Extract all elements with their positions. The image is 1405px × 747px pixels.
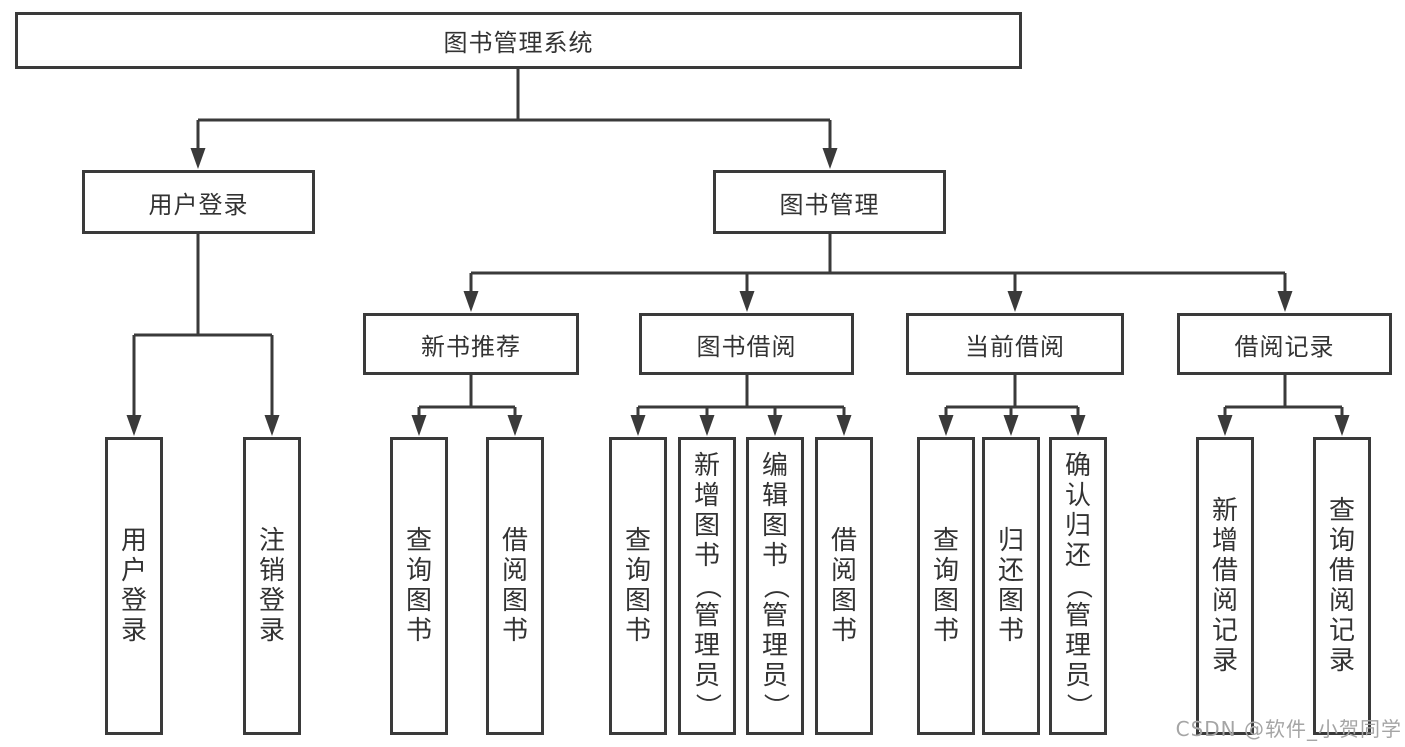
leaf-current-query-books: 查询图书: [917, 437, 975, 735]
leaf-query-borrow-record-label: 查询借阅记录: [1328, 496, 1355, 676]
leaf-user-login-label: 用户登录: [120, 526, 147, 646]
leaf-borrow-query-books: 查询图书: [609, 437, 667, 735]
leaf-current-query-books-label: 查询图书: [932, 526, 959, 646]
leaf-logout: 注销登录: [243, 437, 301, 735]
leaf-recommend-query-books: 查询图书: [390, 437, 448, 735]
leaf-query-borrow-record: 查询借阅记录: [1313, 437, 1371, 735]
node-book-borrowing-label: 图书借阅: [696, 332, 797, 361]
leaf-confirm-return-admin-label: 确认归还（管理员）: [1062, 451, 1093, 720]
node-borrowing-records: 借阅记录: [1177, 313, 1392, 375]
node-root-label: 图书管理系统: [443, 29, 594, 57]
node-user-login-label: 用户登录: [148, 190, 249, 219]
leaf-recommend-borrow-books-label: 借阅图书: [501, 526, 528, 646]
node-new-book-recommend-label: 新书推荐: [421, 332, 521, 361]
node-current-borrowing: 当前借阅: [906, 313, 1124, 375]
leaf-user-login: 用户登录: [105, 437, 163, 735]
node-new-book-recommend: 新书推荐: [363, 313, 579, 375]
leaf-add-borrow-record-label: 新增借阅记录: [1211, 496, 1238, 676]
leaf-logout-label: 注销登录: [258, 526, 285, 646]
leaf-add-books-admin-label: 新增图书（管理员）: [691, 451, 722, 720]
leaf-borrow-query-books-label: 查询图书: [624, 526, 651, 646]
leaf-edit-books-admin: 编辑图书（管理员）: [746, 437, 804, 735]
leaf-edit-books-admin-label: 编辑图书（管理员）: [759, 451, 790, 720]
node-user-login: 用户登录: [82, 170, 315, 234]
leaf-confirm-return-admin: 确认归还（管理员）: [1049, 437, 1107, 735]
leaf-return-books: 归还图书: [982, 437, 1040, 735]
leaf-add-borrow-record: 新增借阅记录: [1196, 437, 1254, 735]
leaf-recommend-borrow-books: 借阅图书: [486, 437, 544, 735]
node-book-borrowing: 图书借阅: [639, 313, 854, 375]
node-book-management-label: 图书管理: [779, 190, 880, 219]
leaf-recommend-query-books-label: 查询图书: [405, 526, 432, 646]
node-current-borrowing-label: 当前借阅: [965, 332, 1065, 361]
node-root-system: 图书管理系统: [15, 12, 1022, 69]
node-book-management: 图书管理: [713, 170, 946, 234]
leaf-add-books-admin: 新增图书（管理员）: [678, 437, 736, 735]
csdn-watermark: CSDN @软件_小贺同学: [1175, 717, 1402, 741]
leaf-borrow-books: 借阅图书: [815, 437, 873, 735]
leaf-borrow-books-label: 借阅图书: [830, 526, 857, 646]
leaf-return-books-label: 归还图书: [997, 526, 1024, 646]
node-borrowing-records-label: 借阅记录: [1234, 332, 1335, 361]
